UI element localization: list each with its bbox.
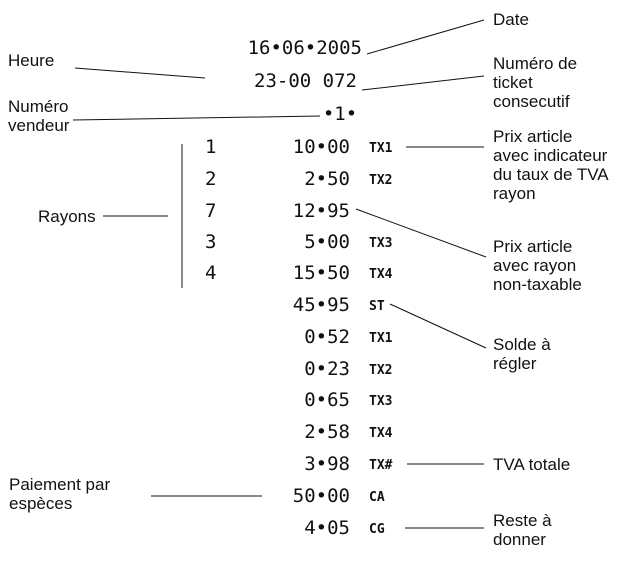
leader-line-non-taxable bbox=[355, 208, 487, 258]
receipt-amount: 3•98 bbox=[304, 453, 350, 475]
department-codes: 1 2 7 3 4 bbox=[205, 136, 216, 284]
receipt-code: ST bbox=[369, 299, 385, 314]
receipt-code: TX4 bbox=[369, 267, 393, 282]
receipt-amount: 12•95 bbox=[293, 200, 350, 222]
label-tva-totale: TVA totale bbox=[493, 455, 570, 474]
leader-lines bbox=[72, 19, 487, 529]
receipt-code: TX1 bbox=[369, 331, 393, 346]
label-date: Date bbox=[493, 10, 529, 29]
department-code: 7 bbox=[205, 200, 216, 222]
receipt-code: TX4 bbox=[369, 426, 393, 441]
receipt-code: CA bbox=[369, 490, 385, 505]
receipt-amounts: 10•00 2•50 12•95 5•00 15•50 45•95 0•52 0… bbox=[293, 136, 350, 539]
label-reste: Reste à donner bbox=[493, 511, 556, 549]
receipt-amount: 2•50 bbox=[304, 168, 350, 190]
department-code: 1 bbox=[205, 136, 216, 158]
receipt-code: TX# bbox=[369, 458, 393, 473]
receipt-codes: TX1 TX2 TX3 TX4 ST TX1 TX2 TX3 TX4 TX# C… bbox=[369, 141, 393, 537]
leader-line-date bbox=[366, 19, 485, 55]
receipt-amount: 10•00 bbox=[293, 136, 350, 158]
label-vendeur: Numéro vendeur bbox=[8, 97, 73, 135]
receipt-date: 16•06•2005 bbox=[248, 37, 362, 59]
receipt-code: TX3 bbox=[369, 394, 392, 409]
label-rayons: Rayons bbox=[38, 207, 96, 226]
receipt-amount: 5•00 bbox=[304, 231, 350, 253]
label-heure: Heure bbox=[8, 51, 54, 70]
receipt-amount: 0•23 bbox=[304, 358, 350, 380]
receipt-amount: 15•50 bbox=[293, 262, 350, 284]
receipt-code: TX3 bbox=[369, 236, 392, 251]
receipt-amount: 50•00 bbox=[293, 485, 350, 507]
department-code: 2 bbox=[205, 168, 216, 190]
receipt-amount: 2•58 bbox=[304, 421, 350, 443]
label-paiement: Paiement par espèces bbox=[9, 475, 115, 513]
leader-line-vendeur bbox=[72, 115, 321, 121]
receipt-amount: 4•05 bbox=[304, 517, 350, 539]
annotation-labels: Date Heure Numéro de ticket consecutif N… bbox=[8, 10, 612, 549]
receipt-amount: 45•95 bbox=[293, 294, 350, 316]
receipt-code: TX1 bbox=[369, 141, 393, 156]
label-prix-tva: Prix article avec indicateur du taux de … bbox=[493, 127, 612, 203]
leader-line-heure bbox=[74, 67, 206, 79]
receipt-header: 16•06•2005 23-00 072 •1• bbox=[248, 37, 362, 125]
receipt-time-ticket: 23-00 072 bbox=[254, 70, 357, 92]
receipt-code: TX2 bbox=[369, 363, 392, 378]
receipt-vendor-number: •1• bbox=[323, 103, 357, 125]
label-ticket: Numéro de ticket consecutif bbox=[493, 54, 582, 111]
receipt-amount: 0•52 bbox=[304, 326, 350, 348]
department-code: 4 bbox=[205, 262, 216, 284]
receipt-code: CG bbox=[369, 522, 385, 537]
label-solde: Solde à régler bbox=[493, 335, 555, 373]
receipt-amount: 0•65 bbox=[304, 389, 350, 411]
department-code: 3 bbox=[205, 231, 216, 253]
receipt-code: TX2 bbox=[369, 173, 392, 188]
label-non-taxable: Prix article avec rayon non-taxable bbox=[493, 237, 582, 294]
leader-line-solde bbox=[389, 303, 487, 349]
leader-line-ticket bbox=[361, 75, 485, 91]
